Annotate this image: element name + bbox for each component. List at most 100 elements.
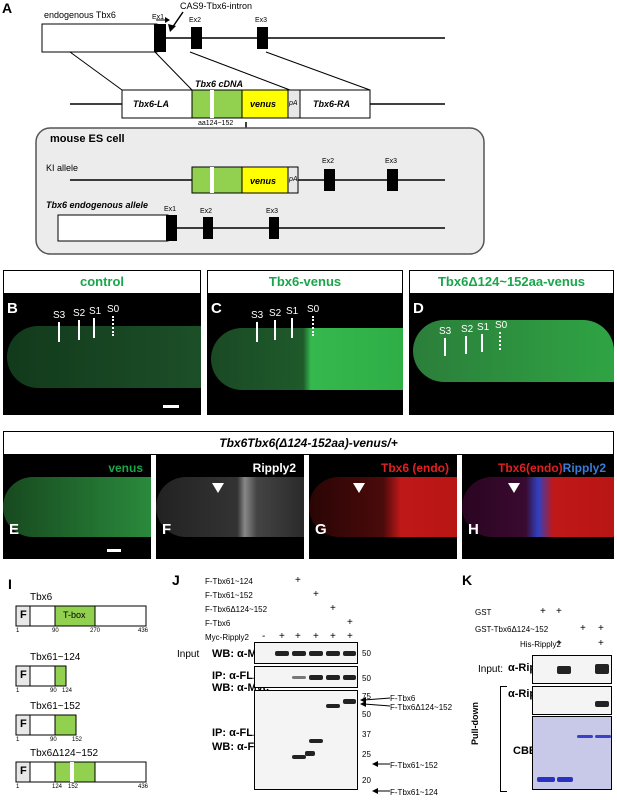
somite-label-s1: S1 xyxy=(89,306,102,317)
j-arrow-label: F-Tbx61~152 xyxy=(390,761,438,770)
somite-label-s1-c: S1 xyxy=(286,306,299,317)
panel-label-b: B xyxy=(7,300,18,317)
es-title: mouse ES cell xyxy=(50,133,125,145)
i-tick: 152 xyxy=(72,737,83,743)
ki-label: KI allele xyxy=(46,163,79,173)
i-tick: 1 xyxy=(16,688,20,694)
j-mw: 20 xyxy=(362,776,371,785)
j-input-label: Input xyxy=(177,649,200,660)
ex2-label: Ex2 xyxy=(189,17,202,24)
endogenous-label: endogenous Tbx6 xyxy=(44,10,116,20)
endo-allele-label: Tbx6 endogenous allele xyxy=(46,200,149,210)
panel-label-c: C xyxy=(211,300,222,317)
g-channel-label: Tbx6 (endo) xyxy=(381,461,449,475)
i-tick: 90 xyxy=(50,688,57,694)
somite-label-s3: S3 xyxy=(53,310,66,321)
i-name-2: Tbx61~152 xyxy=(30,701,81,712)
somite-label-s1-d: S1 xyxy=(477,322,490,333)
j-sign: + xyxy=(347,631,353,642)
pa-ki-label: pA xyxy=(289,176,298,183)
i-f-3: F xyxy=(20,765,27,777)
j-row-3: F-Tbx6 xyxy=(205,619,231,628)
f-channel-label: Ripply2 xyxy=(252,461,296,475)
i-tick: 436 xyxy=(138,784,149,790)
panel-label-f: F xyxy=(162,521,172,538)
j-arrows xyxy=(360,697,391,794)
k-row-2: His-Ripply2 xyxy=(520,640,561,649)
j-row-4: Myc-Ripply2 xyxy=(205,633,250,642)
i-tick: 90 xyxy=(52,628,59,634)
i-f-2: F xyxy=(20,718,27,730)
j-mw: 50 xyxy=(362,710,371,719)
micrograph-f-ripply2: F Ripply2 xyxy=(156,455,304,559)
j-sign: - xyxy=(262,631,266,642)
panel-label-h: H xyxy=(468,521,479,538)
i-tick: 1 xyxy=(16,784,20,790)
panel-label-g: G xyxy=(315,521,327,538)
j-mw: 50 xyxy=(362,649,371,658)
arrowhead-f xyxy=(212,483,224,493)
j-arrow-label: F-Tbx61~124 xyxy=(390,788,438,797)
j-sign: + xyxy=(295,631,301,642)
i-tick: 124 xyxy=(52,784,63,790)
i-tick: 124 xyxy=(62,688,73,694)
arrowhead-h xyxy=(508,483,520,493)
panel-label-i: I xyxy=(8,576,12,592)
arrowhead-g xyxy=(353,483,365,493)
i-tick: 152 xyxy=(68,784,79,790)
panel-i-constructs xyxy=(15,605,147,783)
ki-ex2-label: Ex2 xyxy=(322,158,335,165)
control-title: control xyxy=(3,270,201,294)
i-name-0: Tbx6 xyxy=(30,592,53,603)
ex3-label: Ex3 xyxy=(255,17,268,24)
somite-label-s3-d: S3 xyxy=(439,326,452,337)
somite-label-s2-c: S2 xyxy=(269,308,282,319)
j-mw: 75 xyxy=(362,692,371,701)
j-blot-ip-myc xyxy=(254,666,358,688)
somite-label-s3-c: S3 xyxy=(251,310,264,321)
micrograph-tbx6-delta-venus: Tbx6Δ124~152aa-venus D S3 S2 S1 S0 xyxy=(409,270,614,415)
panel-label-a: A xyxy=(2,0,13,16)
i-f-1: F xyxy=(20,669,27,681)
k-blot-pulldown xyxy=(532,686,612,715)
panel-label-d: D xyxy=(413,300,424,317)
panel-label-j: J xyxy=(172,572,180,588)
tbx6-delta-venus-title: Tbx6Δ124~152aa-venus xyxy=(409,270,614,294)
j-blot-ip-flag xyxy=(254,690,358,790)
somite-label-s0-d: S0 xyxy=(495,320,508,331)
j-row-0: F-Tbx61~124 xyxy=(205,577,253,586)
k-blot-cbb xyxy=(532,716,612,790)
somite-label-s2: S2 xyxy=(73,308,86,319)
j-sign: + xyxy=(330,631,336,642)
j-mw: 25 xyxy=(362,750,371,759)
aa-label: aa124~152 xyxy=(198,120,234,127)
micrograph-g-tbx6: G Tbx6 (endo) xyxy=(309,455,457,559)
micrograph-control: control B S3 S2 S1 S0 xyxy=(3,270,201,415)
k-blot-input xyxy=(532,655,612,684)
i-tick: 436 xyxy=(138,628,149,634)
somite-label-s0: S0 xyxy=(107,304,120,315)
e-channel-label: venus xyxy=(108,461,143,475)
i-tick: 1 xyxy=(16,628,20,634)
micrograph-h-merge: H Tbx6(endo)Ripply2 xyxy=(462,455,614,559)
la-label: Tbx6-LA xyxy=(133,99,169,109)
k-cbb-label: CBB xyxy=(513,745,537,757)
micrograph-tbx6-venus: Tbx6-venus C S3 S2 S1 S0 xyxy=(207,270,403,415)
i-tick: 270 xyxy=(90,628,101,634)
pa-label: pA xyxy=(289,100,298,107)
somite-label-s0-c: S0 xyxy=(307,304,320,315)
j-mw: 37 xyxy=(362,730,371,739)
ki-ex3-label: Ex3 xyxy=(385,158,398,165)
tbx6-venus-title: Tbx6-venus xyxy=(207,270,403,294)
j-blot-input xyxy=(254,642,358,664)
somite-label-s2-d: S2 xyxy=(461,324,474,335)
k-bracket xyxy=(500,686,507,792)
k-row-1: GST-Tbx6Δ124~152 xyxy=(475,625,549,634)
i-tick: 90 xyxy=(50,737,57,743)
cdna-label: Tbx6 cDNA xyxy=(195,79,244,89)
cas9-label: CAS9-Tbx6-intron xyxy=(180,1,253,11)
k-pulldown-label: Pull-down xyxy=(470,702,480,745)
j-mw: 50 xyxy=(362,674,371,683)
i-box-0: T-box xyxy=(63,610,86,620)
endo-ex3-label: Ex3 xyxy=(266,208,279,215)
